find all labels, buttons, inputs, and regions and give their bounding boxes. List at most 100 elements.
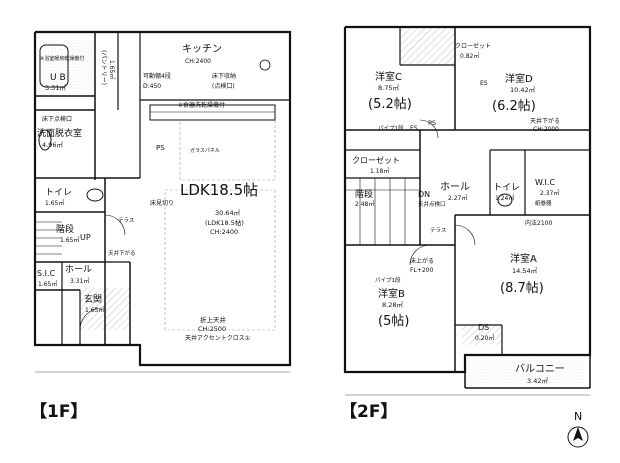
western-d-name: 洋室D bbox=[505, 72, 533, 85]
kitchen-ceiling: CH:2400 bbox=[185, 58, 211, 65]
es-label-2: ES bbox=[410, 125, 418, 132]
up-label: UP bbox=[80, 233, 91, 242]
bathtub bbox=[39, 44, 69, 88]
stairs-1f-treads bbox=[35, 221, 62, 255]
sic-name: S.I.C bbox=[37, 269, 56, 278]
terrace-2f-note: テラス bbox=[430, 227, 446, 234]
inspection-note: (点検口) bbox=[212, 82, 235, 90]
western-c-area: 8.75㎡ bbox=[378, 83, 399, 92]
closet-top-name: クローゼット bbox=[455, 42, 491, 50]
bath-dryer-note: ※浴室暖房乾燥機付 bbox=[40, 55, 84, 62]
stairs-1f-name: 階段 bbox=[56, 223, 74, 235]
western-b-area: 8.28㎡ bbox=[382, 300, 403, 309]
toilet-2f-area: 1.24㎡ bbox=[495, 194, 514, 202]
stairs-2f-name: 階段 bbox=[355, 188, 373, 200]
ch-2f: CH:2000 bbox=[533, 126, 559, 133]
stairs-2f-treads bbox=[345, 178, 420, 245]
wic-name: W.I.C bbox=[535, 178, 555, 187]
floor-switch-note: 床見切り bbox=[150, 199, 174, 207]
toilet-fixture-1f bbox=[86, 188, 104, 202]
balcony-hatch bbox=[465, 355, 585, 385]
hall-1f-name: ホール bbox=[65, 264, 92, 275]
entrance-area: 1.65㎡ bbox=[85, 306, 104, 314]
closet-top-area: 0.82㎡ bbox=[460, 52, 479, 60]
ldk-area: 30.64㎡ bbox=[215, 208, 241, 217]
washbasin bbox=[38, 129, 52, 151]
western-a-tatami: (8.7帖) bbox=[500, 281, 544, 296]
toilet-1f-area: 1.65㎡ bbox=[45, 199, 64, 207]
door-swing-entrance bbox=[79, 307, 103, 331]
closet-mid-name: クローゼット bbox=[352, 155, 400, 165]
floor-inspection-note: 床下点検口 bbox=[42, 115, 72, 123]
floor-2-walls bbox=[343, 25, 592, 389]
raised-ceiling-outline bbox=[164, 189, 276, 331]
entrance-name: 玄関 bbox=[84, 293, 102, 305]
kitchen-name: キッチン bbox=[182, 43, 222, 55]
glass-wall-note: ガラスパネル bbox=[190, 147, 220, 154]
dishwasher-note: ※食器洗乾燥機付 bbox=[178, 101, 225, 109]
toilet-2f-name: トイレ bbox=[493, 183, 520, 193]
ds-name: DS bbox=[478, 323, 489, 332]
washroom-name: 洗面脱衣室 bbox=[37, 127, 82, 139]
hall-2f-area: 2.27㎡ bbox=[448, 194, 467, 202]
western-b-name: 洋室B bbox=[378, 287, 405, 300]
fl-note: FL+200 bbox=[410, 267, 433, 274]
toilet-1f-name: トイレ bbox=[45, 188, 72, 198]
raised-ceiling-note: 折上天井 bbox=[200, 315, 227, 324]
pantry-name: (パントリー) bbox=[100, 50, 107, 85]
raised-ceiling-ch: CH:2500 bbox=[198, 325, 226, 333]
ds-area: 0.20㎡ bbox=[475, 334, 494, 342]
floor-1-plan: キッチン CH:2400 ※浴室暖房乾燥機付 U B 3.31㎡ (パントリー)… bbox=[33, 30, 292, 373]
western-d-tatami: (6.2帖) bbox=[492, 99, 536, 114]
western-c-tatami: (5.2帖) bbox=[368, 97, 412, 112]
sic-area: 1.65㎡ bbox=[38, 280, 57, 288]
washroom-area: 4.96㎡ bbox=[42, 140, 63, 149]
hall-2f-name: ホール bbox=[440, 181, 470, 193]
ceiling-lower-1f: 天井下がる bbox=[108, 249, 136, 257]
ldk-name: LDK18.5帖 bbox=[180, 181, 258, 199]
door-swing-western-b bbox=[409, 244, 431, 266]
floor-2-plan: クローゼット 0.82㎡ 洋室C 8.75㎡ (5.2帖) 洋室D 10.42㎡… bbox=[343, 25, 592, 396]
western-a-area: 14.54㎡ bbox=[512, 266, 538, 275]
floor-storage-note: 床下収納 bbox=[212, 72, 236, 80]
balcony-area: 3.42㎡ bbox=[527, 376, 548, 385]
closet-top-hatch bbox=[400, 27, 455, 65]
floor-up-note: 床上がる bbox=[410, 257, 434, 265]
toilet-fixture-2f bbox=[497, 193, 513, 207]
ub-area: 3.31㎡ bbox=[45, 83, 66, 92]
western-c-name: 洋室C bbox=[375, 70, 402, 83]
wic-area: 2.37㎡ bbox=[540, 189, 559, 197]
ceiling-lower-2f: 天井下がる bbox=[530, 117, 560, 125]
es-label-1: ES bbox=[480, 80, 488, 87]
shelf-note: 可動棚4段 bbox=[143, 72, 171, 80]
floor-1-label: 【1F】 bbox=[30, 402, 88, 422]
stove-marker bbox=[259, 59, 271, 71]
floor-2-label: 【2F】 bbox=[340, 402, 398, 422]
kitchen-counter bbox=[149, 104, 276, 121]
ceiling-accent-note: 天井アクセントクロス① bbox=[185, 334, 250, 342]
floor-1-walls bbox=[33, 30, 292, 367]
shelf-depth-note: D:450 bbox=[143, 83, 161, 90]
ds-hatch bbox=[462, 325, 502, 345]
door-swing-western-a bbox=[454, 224, 476, 246]
balcony-name: バルコニー bbox=[515, 363, 565, 375]
ps-label-1f: PS bbox=[156, 144, 165, 152]
paper-holder-note: 紙巻器 bbox=[535, 199, 552, 207]
dn-label: DN bbox=[418, 190, 430, 199]
ps-label-2f: PS bbox=[428, 119, 436, 127]
stairs-1f-area: 1.65㎡ bbox=[60, 236, 79, 244]
pantry-area: 1.65㎡ bbox=[108, 60, 116, 79]
door-swing-western-c bbox=[419, 119, 439, 139]
inspection-2f-note: 天井点検口 bbox=[418, 200, 446, 208]
western-a-name: 洋室A bbox=[510, 252, 537, 265]
hall-1f-area: 3.31㎡ bbox=[70, 277, 89, 285]
western-b-tatami: (5帖) bbox=[378, 314, 409, 329]
western-d-area: 10.42㎡ bbox=[510, 85, 536, 94]
ldk-detail: (LDK18.5帖) bbox=[205, 218, 244, 227]
north-compass-icon bbox=[567, 426, 589, 448]
stairs-2f-area: 2.48㎡ bbox=[355, 200, 374, 208]
terrace-1f-note: テラス bbox=[118, 217, 134, 224]
ldk-ceiling: CH:2400 bbox=[210, 228, 238, 236]
compass-n-label: N bbox=[574, 410, 583, 423]
